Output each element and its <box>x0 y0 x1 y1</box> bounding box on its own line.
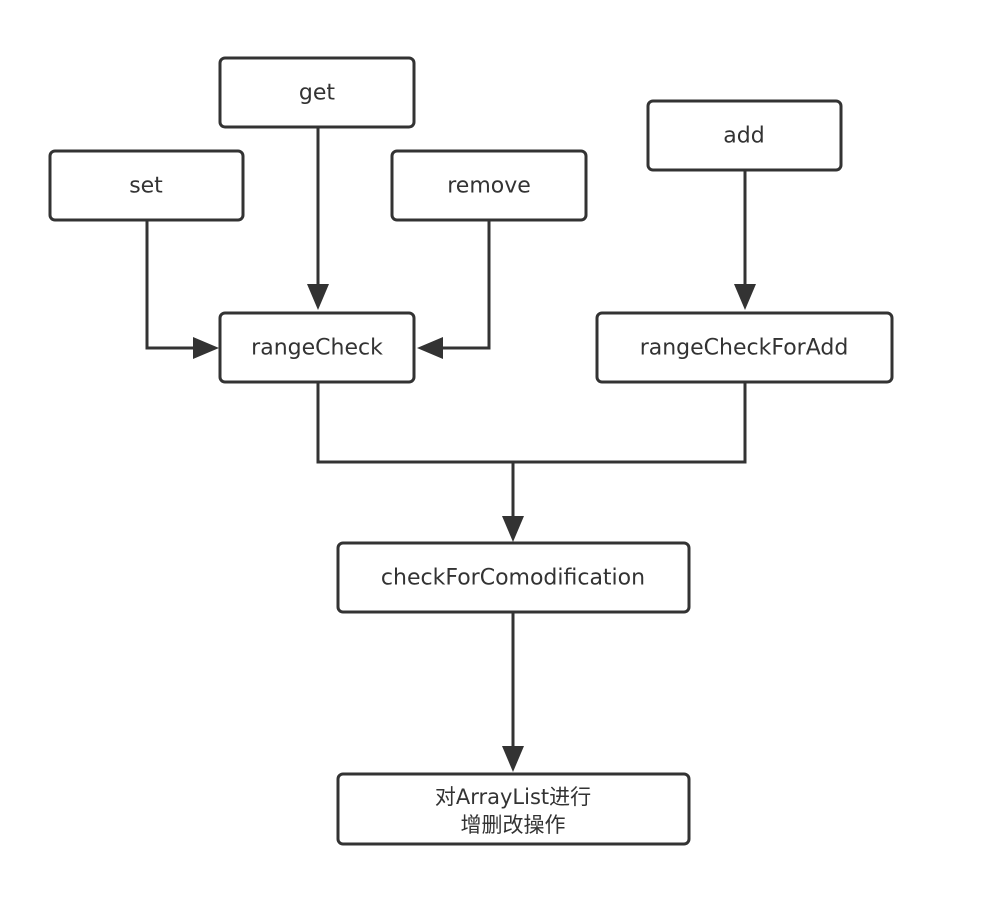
arrowhead-to-result <box>502 746 524 772</box>
node-result: 对ArrayList进行 增删改操作 <box>336 772 691 846</box>
node-remove: remove <box>390 149 588 222</box>
node-remove-box <box>390 149 588 222</box>
node-rangecheck-label: rangeCheck <box>251 336 383 361</box>
node-set-box <box>48 149 245 222</box>
node-rangecheck: rangeCheck <box>218 311 416 384</box>
node-set-label: set <box>129 174 163 199</box>
node-rangecheckforadd: rangeCheckForAdd <box>595 311 894 384</box>
node-add-label: add <box>723 124 764 149</box>
node-result-label-line1: 对ArrayList进行 <box>435 785 591 809</box>
node-get-label: get <box>299 81 336 106</box>
arrowhead-add-to-rangecheckforadd <box>734 284 756 310</box>
node-get-box <box>218 56 416 129</box>
arrowhead-remove-to-rangecheck <box>417 337 443 359</box>
node-get: get <box>218 56 416 129</box>
edge-merge-to-checkforcomodification <box>316 382 747 516</box>
arrowhead-get-to-rangecheck <box>307 284 329 310</box>
node-result-label-line2: 增删改操作 <box>461 813 566 837</box>
node-result-box <box>336 772 691 846</box>
node-set: set <box>48 149 245 222</box>
node-rangecheck-box <box>218 311 416 384</box>
node-checkforcomodification-label: checkForComodification <box>381 566 645 591</box>
node-checkforcomodification: checkForComodification <box>336 541 691 614</box>
node-add-box <box>646 99 843 172</box>
arrowhead-set-to-rangecheck <box>193 337 219 359</box>
arrowhead-to-checkforcomodification <box>502 516 524 542</box>
edge-remove-to-rangecheck <box>443 220 491 350</box>
node-remove-label: remove <box>447 174 531 199</box>
node-add: add <box>646 99 843 172</box>
node-rangecheckforadd-box <box>595 311 894 384</box>
node-checkforcomodification-box <box>336 541 691 614</box>
node-rangecheckforadd-label: rangeCheckForAdd <box>640 336 849 361</box>
edge-set-to-rangecheck <box>145 220 193 350</box>
